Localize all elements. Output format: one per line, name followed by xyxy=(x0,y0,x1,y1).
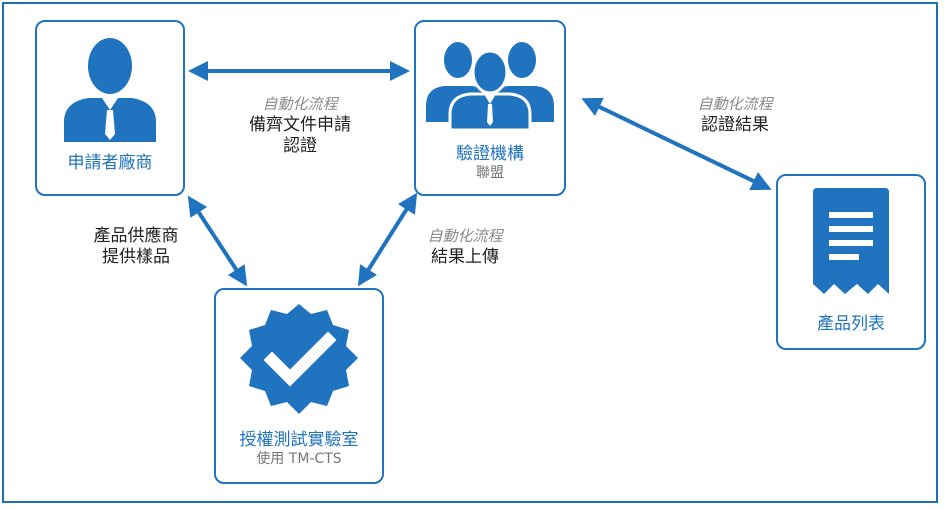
automation-label: 自動化流程 xyxy=(427,227,503,245)
arrow-lab-cert xyxy=(357,192,418,287)
person-icon xyxy=(64,38,156,142)
automation-label: 自動化流程 xyxy=(697,95,773,113)
node-applicant: 申請者廠商 xyxy=(35,20,185,196)
edge-label-lab-cert: 自動化流程 結果上傳 xyxy=(400,226,530,268)
automation-label: 自動化流程 xyxy=(262,95,338,113)
edge-text: 產品供應商 xyxy=(93,226,179,246)
node-title: 驗證機構 xyxy=(456,144,524,164)
node-title: 產品列表 xyxy=(817,314,885,334)
node-subtitle: 聯盟 xyxy=(476,165,504,181)
arrow-applicant-lab xyxy=(187,195,248,287)
node-lab: 授權測試實驗室 使用 TM-CTS xyxy=(214,288,384,484)
edge-text: 認證 xyxy=(283,136,317,156)
arrow-cert-products xyxy=(581,97,772,191)
verified-badge-icon xyxy=(240,304,358,414)
group-icon xyxy=(426,42,554,132)
receipt-icon xyxy=(813,188,889,294)
node-title: 申請者廠商 xyxy=(67,153,153,173)
node-subtitle: 使用 TM-CTS xyxy=(256,451,342,467)
node-title: 授權測試實驗室 xyxy=(239,430,359,450)
edge-label-applicant-lab: 產品供應商 提供樣品 xyxy=(66,226,206,268)
node-cert-body: 驗證機構 聯盟 xyxy=(414,20,566,196)
edge-text: 提供樣品 xyxy=(102,247,170,267)
edge-text: 結果上傳 xyxy=(431,247,499,267)
edge-text: 備齊文件申請 xyxy=(249,115,351,135)
edge-text: 認證結果 xyxy=(701,115,769,135)
edge-label-cert-products: 自動化流程 認證結果 xyxy=(660,94,810,136)
node-product-list: 產品列表 xyxy=(776,174,926,350)
edge-label-applicant-cert: 自動化流程 備齊文件申請 認證 xyxy=(215,94,385,157)
